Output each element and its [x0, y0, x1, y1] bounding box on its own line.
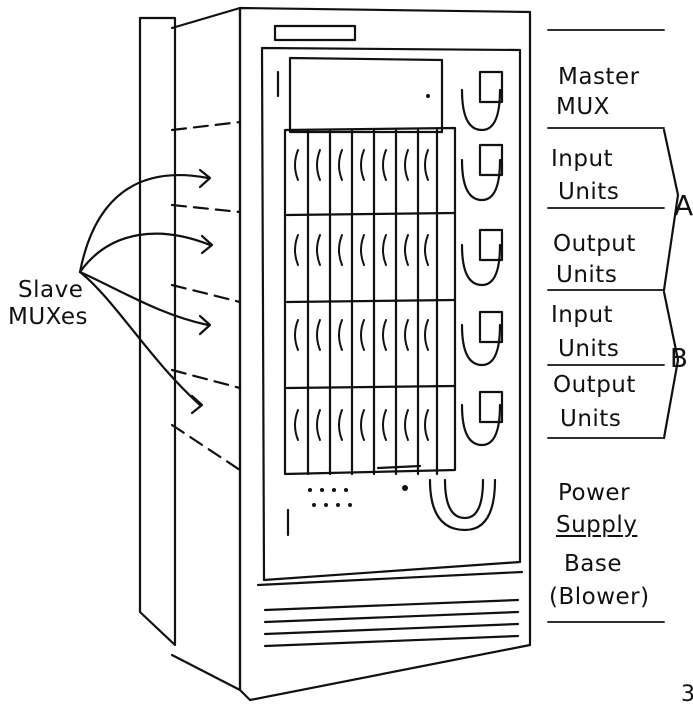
b-input-line1: Input — [551, 304, 613, 327]
master-mux-line1: Master — [558, 66, 640, 89]
b-input-line2: Units — [558, 338, 619, 361]
cabinet-front — [240, 8, 530, 700]
a-input-line2: Units — [558, 181, 619, 204]
slave-label-line1: Slave — [18, 279, 83, 302]
power-supply-line1: Power — [558, 482, 630, 505]
side-panel — [140, 18, 175, 645]
page-number: 3 — [681, 684, 693, 706]
b-output-line2: Units — [560, 408, 621, 431]
slave-arrows — [80, 170, 212, 413]
a-output-line1: Output — [553, 233, 636, 256]
cabinet-side — [172, 8, 240, 690]
master-mux-line2: MUX — [556, 96, 610, 119]
group-a-label: A — [674, 192, 693, 220]
card-handles — [295, 150, 428, 440]
master-mux-panel — [290, 58, 442, 132]
a-input-line1: Input — [551, 148, 613, 171]
base-line2: (Blower) — [549, 586, 650, 609]
group-b-label: B — [670, 346, 688, 372]
power-supply-line2: Supply — [556, 514, 637, 537]
base-line1: Base — [564, 553, 622, 576]
b-output-line1: Output — [553, 374, 636, 397]
name-plate — [275, 26, 355, 40]
slave-label-line2: MUXes — [8, 306, 88, 329]
a-output-line2: Units — [556, 264, 617, 287]
